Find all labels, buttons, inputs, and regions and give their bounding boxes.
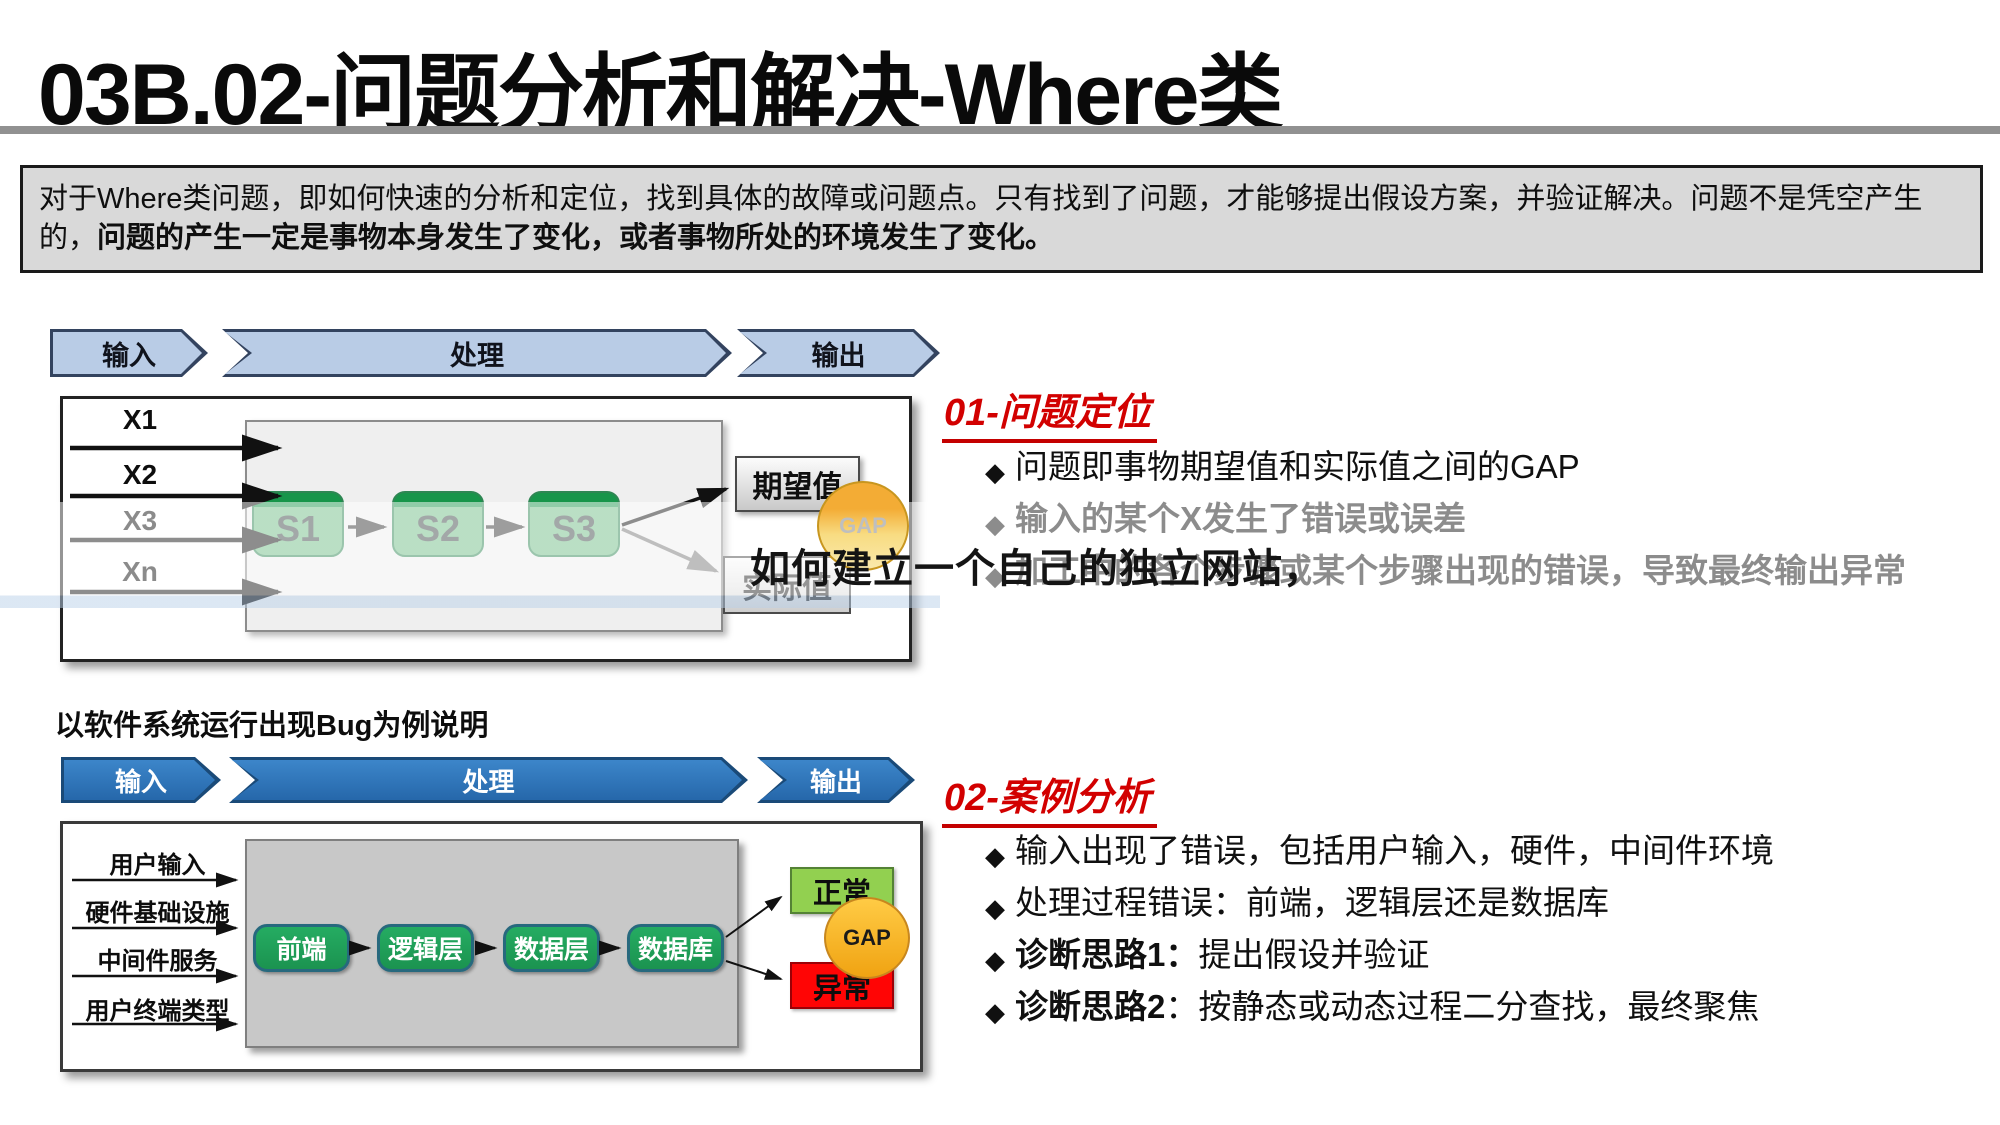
d2-step-datalayer: 数据层 [503,924,600,972]
d1-input-x3: X3 [122,505,158,536]
d1-input-x1: X1 [122,404,158,435]
diamond-bullet-icon: ◆ [985,841,1005,871]
d1-chevron-input-fill [50,329,208,377]
d2-chevron-input: 输入 [61,757,221,803]
section2-bullet-3: ◆ 诊断思路1：提出假设并验证 [985,935,1774,980]
diamond-bullet-icon: ◆ [985,457,1005,487]
d2-chevron-process-fill [229,757,748,803]
section2-bullet-4: ◆ 诊断思路2：按静态或动态过程二分查找，最终聚焦 [985,987,1774,1032]
d2-chevron-input-label: 输入 [114,766,167,797]
d1-chevron-input: 输入 [50,329,208,377]
d1-input-xn: Xn [122,556,158,587]
d1-chevron-input-label: 输入 [102,340,156,371]
d2-step-logic: 逻辑层 [377,924,474,972]
section2-bullet-4-text: ：按静态或动态过程二分查找，最终聚焦 [1165,988,1760,1025]
d2-input-middleware: 中间件服务 [97,948,218,975]
d2-input-hardware: 硬件基础设施 [85,900,230,927]
d1-chevron-process-label: 处理 [450,340,504,371]
section1-bullet-1-text: 问题即事物期望值和实际值之间的GAP [1015,448,1580,485]
section2-bullet-1: ◆ 输入出现了错误，包括用户输入，硬件，中间件环境 [985,831,1774,876]
intro-text: 对于Where类问题，即如何快速的分析和定位，找到具体的故障或问题点。只有找到了… [39,183,1923,254]
section2-bullet-2: ◆ 处理过程错误：前端，逻辑层还是数据库 [985,883,1774,928]
d1-input-x2: X2 [122,459,158,490]
watermark-text: 如何建立一个自己的独立网站， [750,547,1324,591]
d2-chevron-process-label: 处理 [462,766,515,797]
d1-step-s1: S1 [252,491,344,557]
example-caption: 以软件系统运行出现Bug为例说明 [55,710,489,742]
section2-bullet-4-lead: 诊断思路2 [1015,988,1166,1025]
d1-chevron-output-fill [737,329,940,377]
d1-chevron-process: 处理 [222,329,732,377]
section2-heading: 02-案例分析 [942,766,1157,828]
d2-input-user: 用户输入 [109,852,206,879]
d2-step-frontend: 前端 [253,924,350,972]
d1-chevron-process-fill [222,329,732,377]
diamond-bullet-icon: ◆ [985,893,1005,923]
d1-step-s3: S3 [528,491,620,557]
title-divider [0,126,2000,134]
section1-bullet-2-text: 输入的某个X发生了错误或误差 [1015,500,1467,537]
section2-bullet-2-text: 处理过程错误：前端，逻辑层还是数据库 [1015,884,1609,921]
d2-chevron-input-fill [61,757,221,803]
section1-bullet-1: ◆ 问题即事物期望值和实际值之间的GAP [985,447,1906,492]
d1-step-s2: S2 [392,491,484,557]
diamond-bullet-icon: ◆ [985,997,1005,1027]
section1-heading: 01-问题定位 [942,381,1157,443]
intro-emphasis: 问题的产生一定是事物本身发生了变化，或者事物所处的环境发生了变化。 [97,222,1055,254]
d2-chevron-output-label: 输出 [809,766,862,797]
section2-bullets: ◆ 输入出现了错误，包括用户输入，硬件，中间件环境 ◆ 处理过程错误：前端，逻辑… [985,831,1774,1039]
d2-gap-circle: GAP [824,897,910,979]
diamond-bullet-icon: ◆ [985,945,1005,975]
d1-chevron-output: 输出 [737,329,940,377]
section2-bullet-1-text: 输入出现了错误，包括用户输入，硬件，中间件环境 [1015,832,1774,869]
d2-step-database: 数据库 [627,924,724,972]
section2-bullet-3-lead: 诊断思路1： [1015,936,1199,973]
section2-bullet-3-text: 提出假设并验证 [1198,936,1430,973]
d2-input-terminal: 用户终端类型 [85,998,230,1025]
d2-chevron-output: 输出 [757,757,915,803]
intro-box: 对于Where类问题，即如何快速的分析和定位，找到具体的故障或问题点。只有找到了… [20,165,1983,273]
d2-chevron-process: 处理 [229,757,748,803]
d1-chevron-output-label: 输出 [811,340,866,371]
